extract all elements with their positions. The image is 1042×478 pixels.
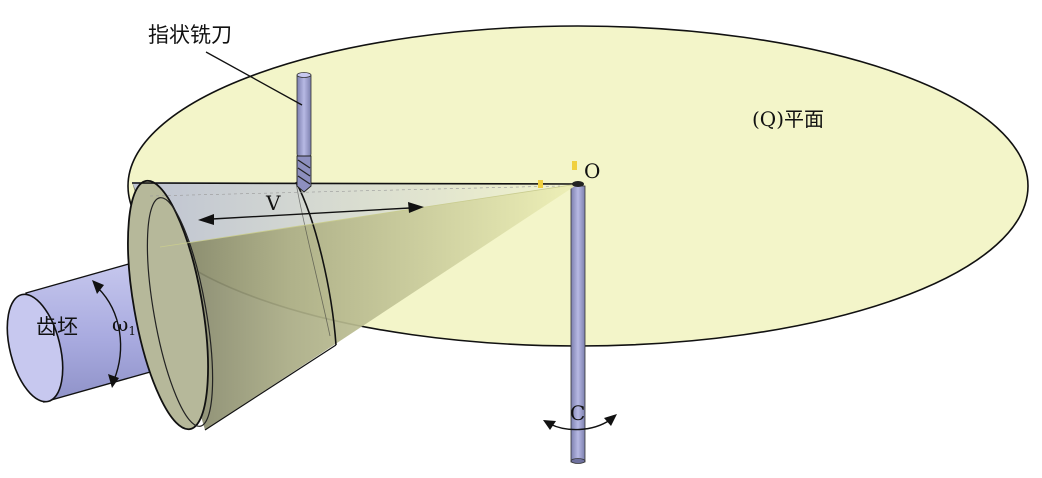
- c-axis-label: C: [570, 401, 585, 425]
- omega-subscript: 1: [128, 324, 136, 338]
- origin-label: O: [584, 159, 600, 183]
- omega-symbol: ω: [112, 312, 128, 336]
- finger-milling-cutter: [296, 72, 312, 193]
- plane-label: (Q)平面: [752, 107, 824, 131]
- gear-blank-cone: [127, 179, 579, 431]
- cutter-leader-line: [205, 51, 303, 106]
- velocity-arrow: [198, 202, 424, 225]
- omega-rotation-arrow: [92, 280, 122, 388]
- omega-label: ω1: [112, 312, 136, 338]
- origin-marker: [538, 161, 584, 188]
- velocity-label: V: [265, 191, 281, 215]
- c-rotation-arrow: [543, 414, 617, 431]
- gear-blank-label: 齿坯: [36, 315, 78, 339]
- milling-cutter-label: 指状铣刀: [148, 23, 232, 47]
